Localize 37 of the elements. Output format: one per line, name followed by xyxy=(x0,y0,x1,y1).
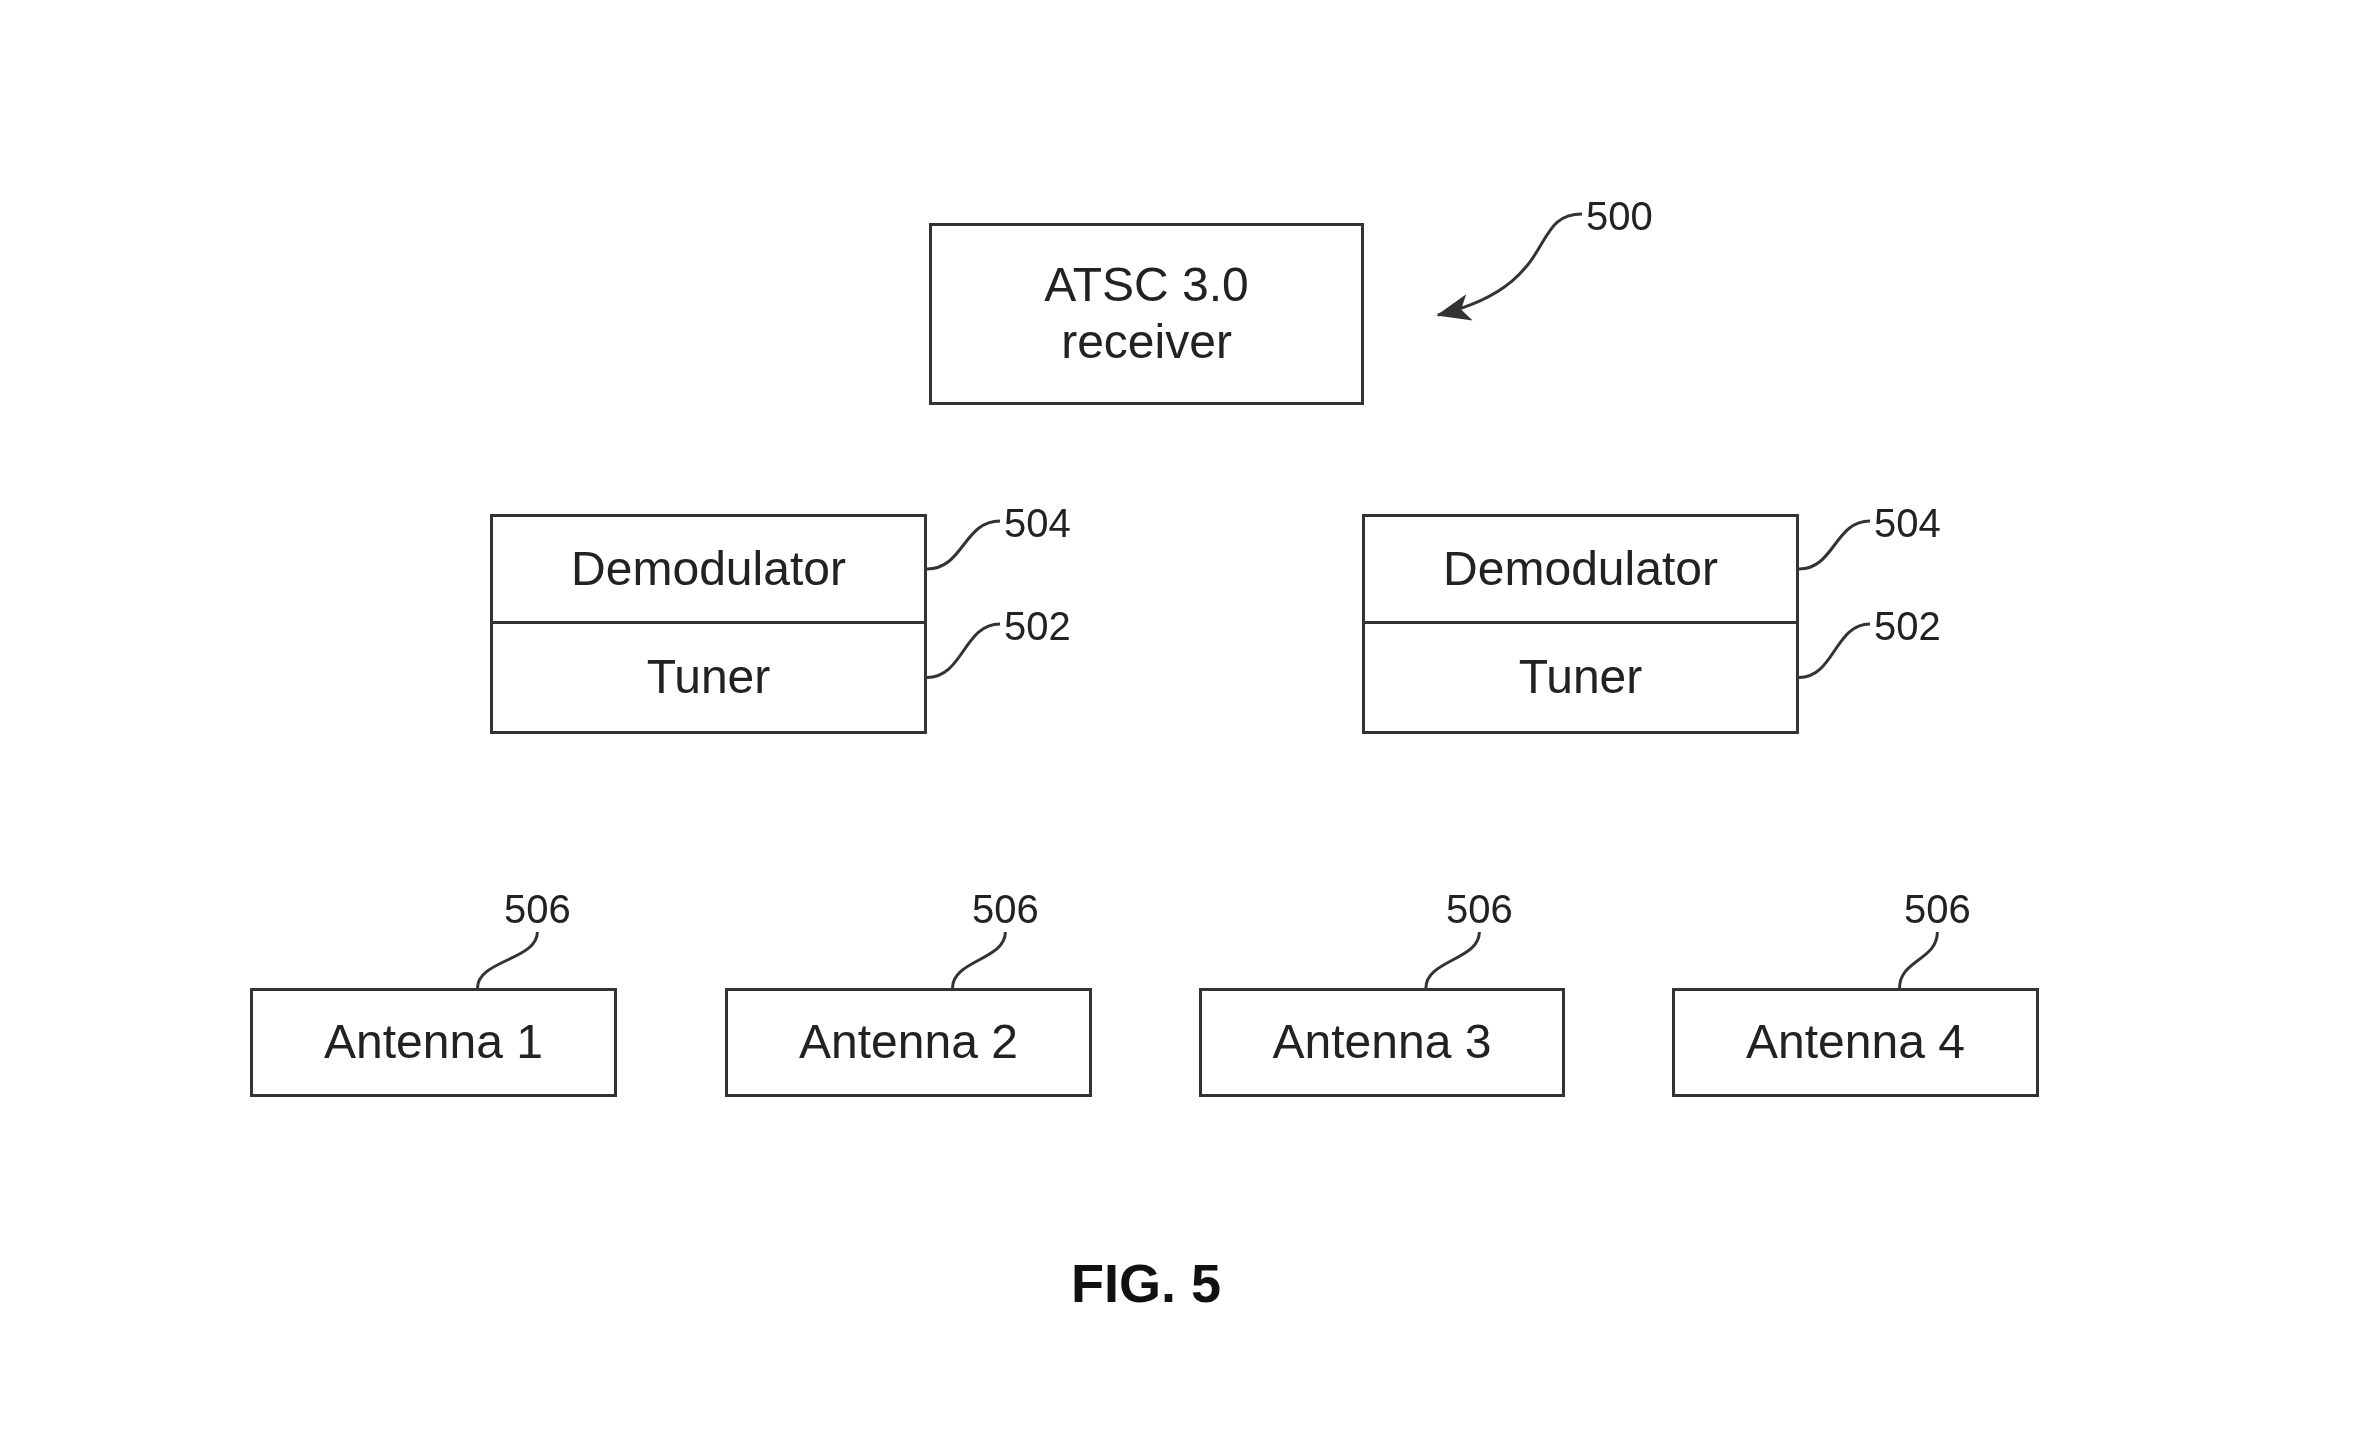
block xyxy=(1362,514,1799,624)
block-label: ATSC 3.0 receiver xyxy=(1043,257,1250,370)
figure-caption: FIG. 5 xyxy=(1071,1256,1221,1310)
block xyxy=(490,621,927,734)
block-label: Antenna 3 xyxy=(1272,1014,1492,1071)
callout-number: 502 xyxy=(1874,606,1941,646)
leader-line xyxy=(1424,931,1481,989)
leader-line xyxy=(476,931,539,989)
block xyxy=(1362,621,1799,734)
block xyxy=(1672,988,2039,1097)
block xyxy=(1199,988,1565,1097)
block-label: Tuner xyxy=(1518,649,1643,706)
block xyxy=(929,223,1364,405)
block-label: Antenna 4 xyxy=(1746,1014,1965,1071)
leader-line xyxy=(1898,931,1939,989)
block xyxy=(725,988,1092,1097)
callout-number: 506 xyxy=(972,889,1039,929)
block-label: Demodulator xyxy=(571,540,846,597)
callout-number: 506 xyxy=(1446,889,1513,929)
leader-line xyxy=(951,931,1007,989)
callout-number: 500 xyxy=(1586,196,1653,236)
block-label: Demodulator xyxy=(1443,540,1718,597)
callout-number: 506 xyxy=(504,889,571,929)
block-label: Antenna 1 xyxy=(324,1014,543,1071)
block xyxy=(490,514,927,624)
leader-line xyxy=(1798,519,1871,571)
leader-arrow xyxy=(1436,212,1583,319)
block-label: Antenna 2 xyxy=(799,1014,1018,1071)
leader-line xyxy=(926,622,1001,679)
callout-number: 504 xyxy=(1874,503,1941,543)
leader-line xyxy=(1798,622,1871,679)
leader-line xyxy=(926,519,1001,571)
block-label: Tuner xyxy=(646,649,771,706)
callout-number: 506 xyxy=(1904,889,1971,929)
callout-number: 504 xyxy=(1004,503,1071,543)
callout-number: 502 xyxy=(1004,606,1071,646)
block xyxy=(250,988,617,1097)
